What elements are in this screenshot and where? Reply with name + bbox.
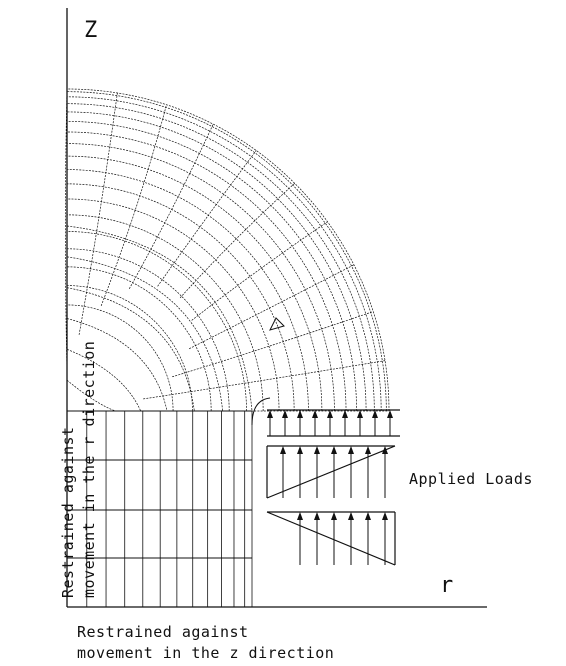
mesh-inner-contour (66, 256, 224, 412)
mesh-inner-contour (66, 225, 253, 412)
mesh-arc (66, 304, 174, 412)
mesh-arc (66, 214, 264, 412)
mesh-arc (66, 155, 323, 412)
mesh-arc (66, 169, 309, 412)
mesh-arc (66, 121, 357, 412)
mesh-ray (172, 311, 374, 378)
mesh-ray (128, 123, 214, 290)
mesh-arc (66, 248, 230, 412)
triangle-load-1-arrow-arrowhead (297, 446, 303, 454)
mesh-arc (66, 143, 335, 412)
block-corner-fillet (251, 397, 271, 426)
triangle-load-1-arrow-arrowhead (365, 446, 371, 454)
triangle-load-1-arrow-arrowhead (348, 446, 354, 454)
bottom-restraint-note: Restrained against movement in the z dir… (77, 622, 334, 664)
mesh-arc (66, 96, 382, 412)
mesh-ray (179, 183, 295, 299)
z-axis-label: Z (84, 18, 98, 43)
uniform-load-arrow-arrowhead (282, 410, 288, 418)
mesh-arc (66, 198, 280, 412)
bottom-restraint-line-1: Restrained against (77, 623, 249, 641)
uniform-load-arrow-arrowhead (312, 410, 318, 418)
triangle-load-1-arrow-arrowhead (280, 446, 286, 454)
uniform-load-arrow-arrowhead (267, 410, 273, 418)
uniform-load-arrow-arrowhead (342, 410, 348, 418)
mesh-ray (100, 104, 167, 307)
mesh-inner-contour (66, 318, 168, 412)
mesh-ray (191, 221, 328, 321)
triangle-load-1-arrow-arrowhead (382, 446, 388, 454)
triangle-load-2-arrow-arrowhead (297, 512, 303, 520)
triangle-load-2-arrow-arrowhead (365, 512, 371, 520)
applied-loads-label: Applied Loads (409, 470, 533, 488)
triangle-load-1-arrow-arrowhead (314, 446, 320, 454)
mesh-arc (66, 91, 387, 412)
triangle-load-2-arrow-arrowhead (331, 512, 337, 520)
uniform-load-arrow-arrowhead (357, 410, 363, 418)
mesh-inner-contour (66, 287, 195, 412)
mesh-arc (66, 231, 247, 412)
uniform-load-arrow-arrowhead (327, 410, 333, 418)
mesh-singular-node (269, 317, 285, 331)
mesh-ray (143, 360, 386, 400)
mesh-arc (66, 285, 193, 412)
mesh-ray (157, 150, 257, 287)
left-restraint-line-1: Restrained against (59, 426, 77, 598)
left-restraint-note: Restrained against movement in the r dir… (58, 338, 100, 598)
mesh-ray (188, 264, 355, 350)
triangle-load-2-arrow-arrowhead (382, 512, 388, 520)
mesh-ray (65, 88, 68, 372)
uniform-load-arrow-arrowhead (387, 410, 393, 418)
bottom-restraint-line-2: movement in the z direction (77, 644, 335, 662)
uniform-load-arrow-arrowhead (297, 410, 303, 418)
mesh-arc (66, 88, 390, 412)
mesh-arc (66, 103, 375, 412)
triangle-load-1-arrow-arrowhead (331, 446, 337, 454)
mesh-inner-contour (66, 379, 116, 412)
mesh-arc (66, 131, 347, 412)
mesh-arc (66, 183, 295, 412)
mesh-arc (66, 266, 212, 412)
uniform-load-arrow-arrowhead (372, 410, 378, 418)
triangle-load-2-arrow-arrowhead (314, 512, 320, 520)
triangle-load-2-arrow-arrowhead (348, 512, 354, 520)
left-restraint-line-2: movement in the r direction (80, 340, 98, 598)
triangle-load-2-hyp (266, 511, 396, 566)
r-axis-label: r (440, 573, 454, 598)
triangle-load-1-hyp (266, 445, 396, 499)
mesh-arc (66, 111, 367, 412)
mesh-ray (78, 92, 118, 335)
